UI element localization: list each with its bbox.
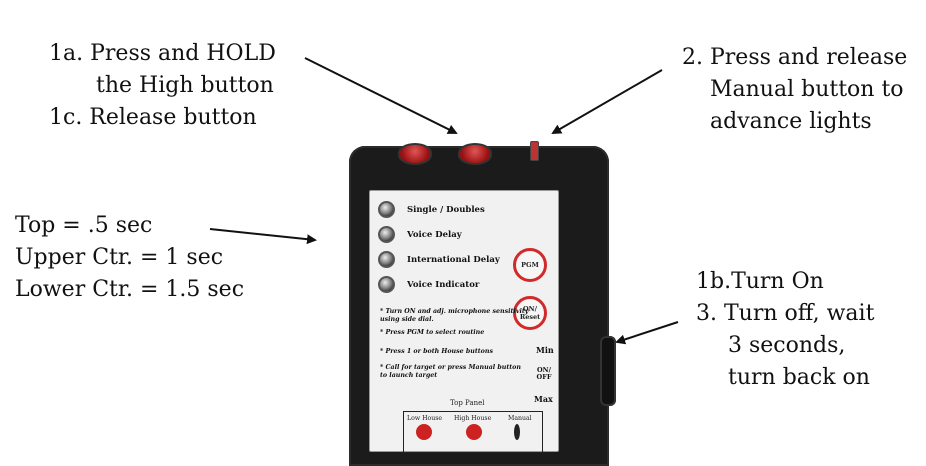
arrow-to-side-dial: [615, 321, 679, 345]
low-house-dot: [416, 424, 432, 440]
step2-line3: advance lights: [710, 109, 872, 134]
pgm-button[interactable]: PGM: [513, 248, 547, 282]
light-row-international-delay: International Delay: [378, 251, 500, 268]
step3-line3: 3 seconds,: [728, 333, 846, 358]
annotation-arrows: [209, 57, 679, 345]
indicator-light: [378, 276, 395, 293]
step3-line2: 3. Turn off, wait: [696, 301, 875, 326]
instruction-1: * Turn ON and adj. microphone sensitivit…: [380, 308, 529, 323]
manual-top-button[interactable]: [530, 141, 539, 161]
step1-line3: 1c. Release button: [49, 105, 257, 130]
side-dial[interactable]: [600, 336, 616, 406]
indicator-light: [378, 226, 395, 243]
manual-dot: [514, 424, 520, 440]
indicator-light: [378, 251, 395, 268]
arrow-to-high-button: [304, 57, 458, 134]
on-reset-button[interactable]: ON/ Reset: [513, 296, 547, 330]
step2-line2: Manual button to: [710, 77, 904, 102]
indicator-light: [378, 201, 395, 218]
step1-line2: the High button: [96, 73, 274, 98]
timing-line2: Upper Ctr. = 1 sec: [15, 245, 224, 270]
step3-line4: turn back on: [728, 365, 870, 390]
light-label: Single / Doubles: [407, 204, 485, 215]
manual-label: Manual: [508, 415, 532, 422]
min-label: Min: [536, 345, 554, 355]
step3-annotation: 1b.Turn On 3. Turn off, wait 3 seconds, …: [696, 266, 874, 394]
low-house-label: Low House: [407, 415, 443, 422]
step3-line1: 1b.Turn On: [696, 269, 824, 294]
light-label: International Delay: [407, 254, 500, 265]
arrow-to-manual-button: [551, 69, 663, 135]
timing-line1: Top = .5 sec: [15, 213, 153, 238]
instruction-3: * Press 1 or both House buttons: [380, 348, 493, 355]
high-house-top-button[interactable]: [458, 143, 492, 165]
light-label: Voice Indicator: [407, 279, 480, 290]
high-house-label: High House: [454, 415, 492, 422]
on-off-label: ON/ OFF: [536, 366, 552, 381]
light-row-single-doubles: Single / Doubles: [378, 201, 485, 218]
timing-line3: Lower Ctr. = 1.5 sec: [15, 277, 245, 302]
instruction-panel: Single / Doubles Voice Delay Internation…: [369, 190, 559, 453]
timing-annotation: Top = .5 sec Upper Ctr. = 1 sec Lower Ct…: [15, 210, 244, 306]
step2-annotation: 2. Press and release Manual button to ad…: [682, 42, 907, 138]
step1-line1: 1a. Press and HOLD: [49, 41, 276, 66]
instruction-2: * Press PGM to select routine: [380, 329, 485, 336]
low-house-top-button[interactable]: [398, 143, 432, 165]
high-house-dot: [466, 424, 482, 440]
light-row-voice-delay: Voice Delay: [378, 226, 462, 243]
step1-annotation: 1a. Press and HOLD the High button 1c. R…: [49, 38, 276, 134]
instruction-4: * Call for target or press Manual button…: [380, 364, 521, 379]
top-panel-diagram: Low House High House Manual: [403, 411, 543, 453]
max-label: Max: [534, 394, 553, 404]
arrow-to-lights: [209, 228, 317, 245]
light-label: Voice Delay: [407, 229, 462, 240]
step2-line1: 2. Press and release: [682, 45, 908, 70]
top-panel-title: Top Panel: [450, 399, 485, 407]
light-row-voice-indicator: Voice Indicator: [378, 276, 479, 293]
